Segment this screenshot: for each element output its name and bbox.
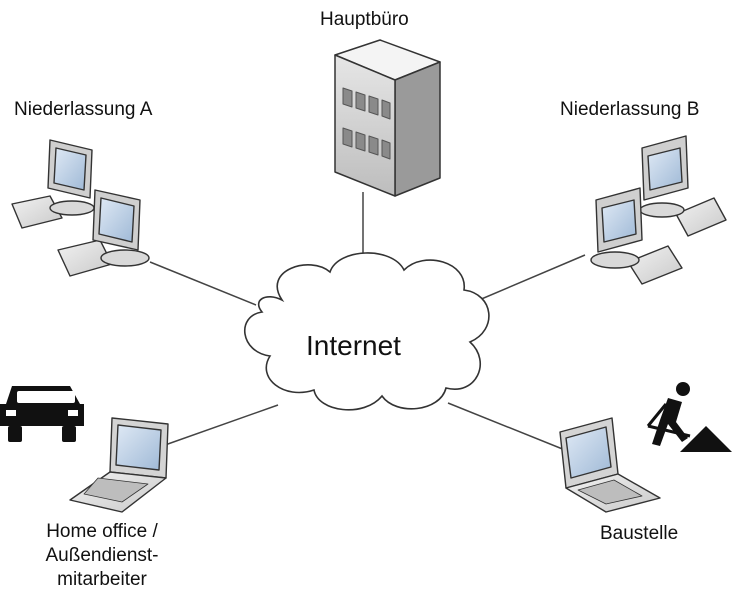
- home-office-label-line-1: Home office /: [46, 521, 158, 542]
- car-icon: [0, 386, 84, 442]
- headquarters-label: Hauptbüro: [320, 9, 409, 30]
- link-construction: [447, 402, 566, 451]
- link-branch-b: [471, 254, 586, 304]
- internet-label: Internet: [306, 330, 401, 361]
- server-building-icon: [334, 39, 441, 197]
- home-office-laptop-icon: [69, 417, 169, 513]
- branch-a-label: Niederlassung A: [14, 99, 153, 120]
- construction-label: Baustelle: [600, 523, 679, 544]
- home-office-label: Home office / Außendienst- mitarbeiter: [22, 520, 182, 592]
- branch-a-computers-icon: [11, 139, 150, 277]
- link-home-office: [164, 404, 279, 446]
- branch-b-computers-icon: [590, 135, 727, 285]
- branch-b-label: Niederlassung B: [560, 99, 700, 120]
- home-office-label-line-3: mitarbeiter: [57, 569, 147, 590]
- link-branch-a: [149, 261, 257, 306]
- construction-laptop-icon: [559, 417, 661, 513]
- construction-worker-icon: [646, 382, 732, 452]
- home-office-label-line-2: Außendienst-: [45, 545, 159, 566]
- cloud-icon: [244, 252, 490, 411]
